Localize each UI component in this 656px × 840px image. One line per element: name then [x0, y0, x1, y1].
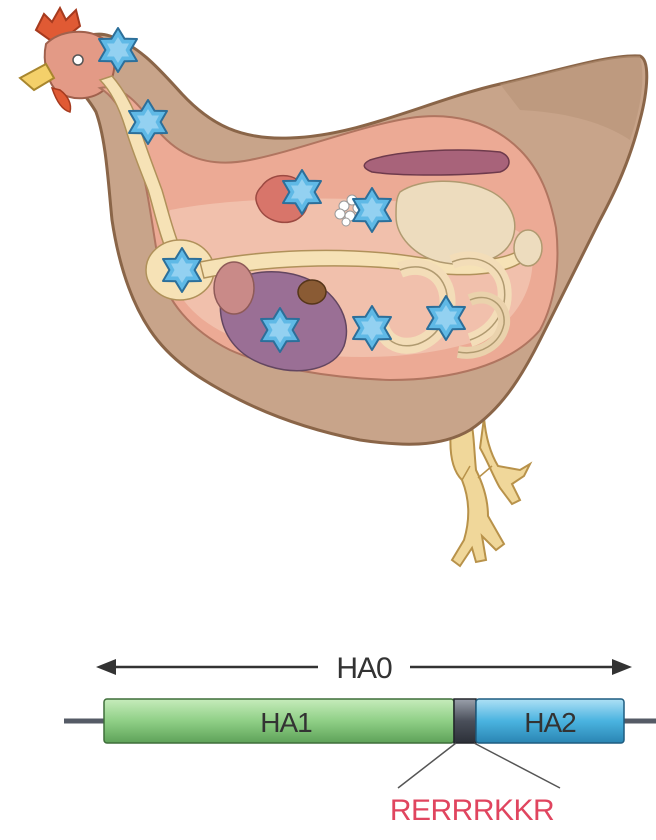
ha0-label: HA0	[336, 652, 392, 685]
chicken-illustration	[20, 8, 647, 566]
ha2-label: HA2	[524, 707, 576, 738]
chicken-legs	[450, 418, 530, 566]
arrow-right-icon	[612, 659, 632, 675]
cleavage-site	[454, 699, 476, 743]
gizzard	[298, 280, 326, 304]
ha1-label: HA1	[260, 707, 312, 738]
cleavage-sequence: RERRRKKR	[390, 794, 554, 827]
cleavage-callout	[398, 743, 560, 788]
protein-bar: HA0 HA1 HA2 RERRRKKR	[64, 652, 656, 827]
arrow-left-icon	[96, 659, 116, 675]
